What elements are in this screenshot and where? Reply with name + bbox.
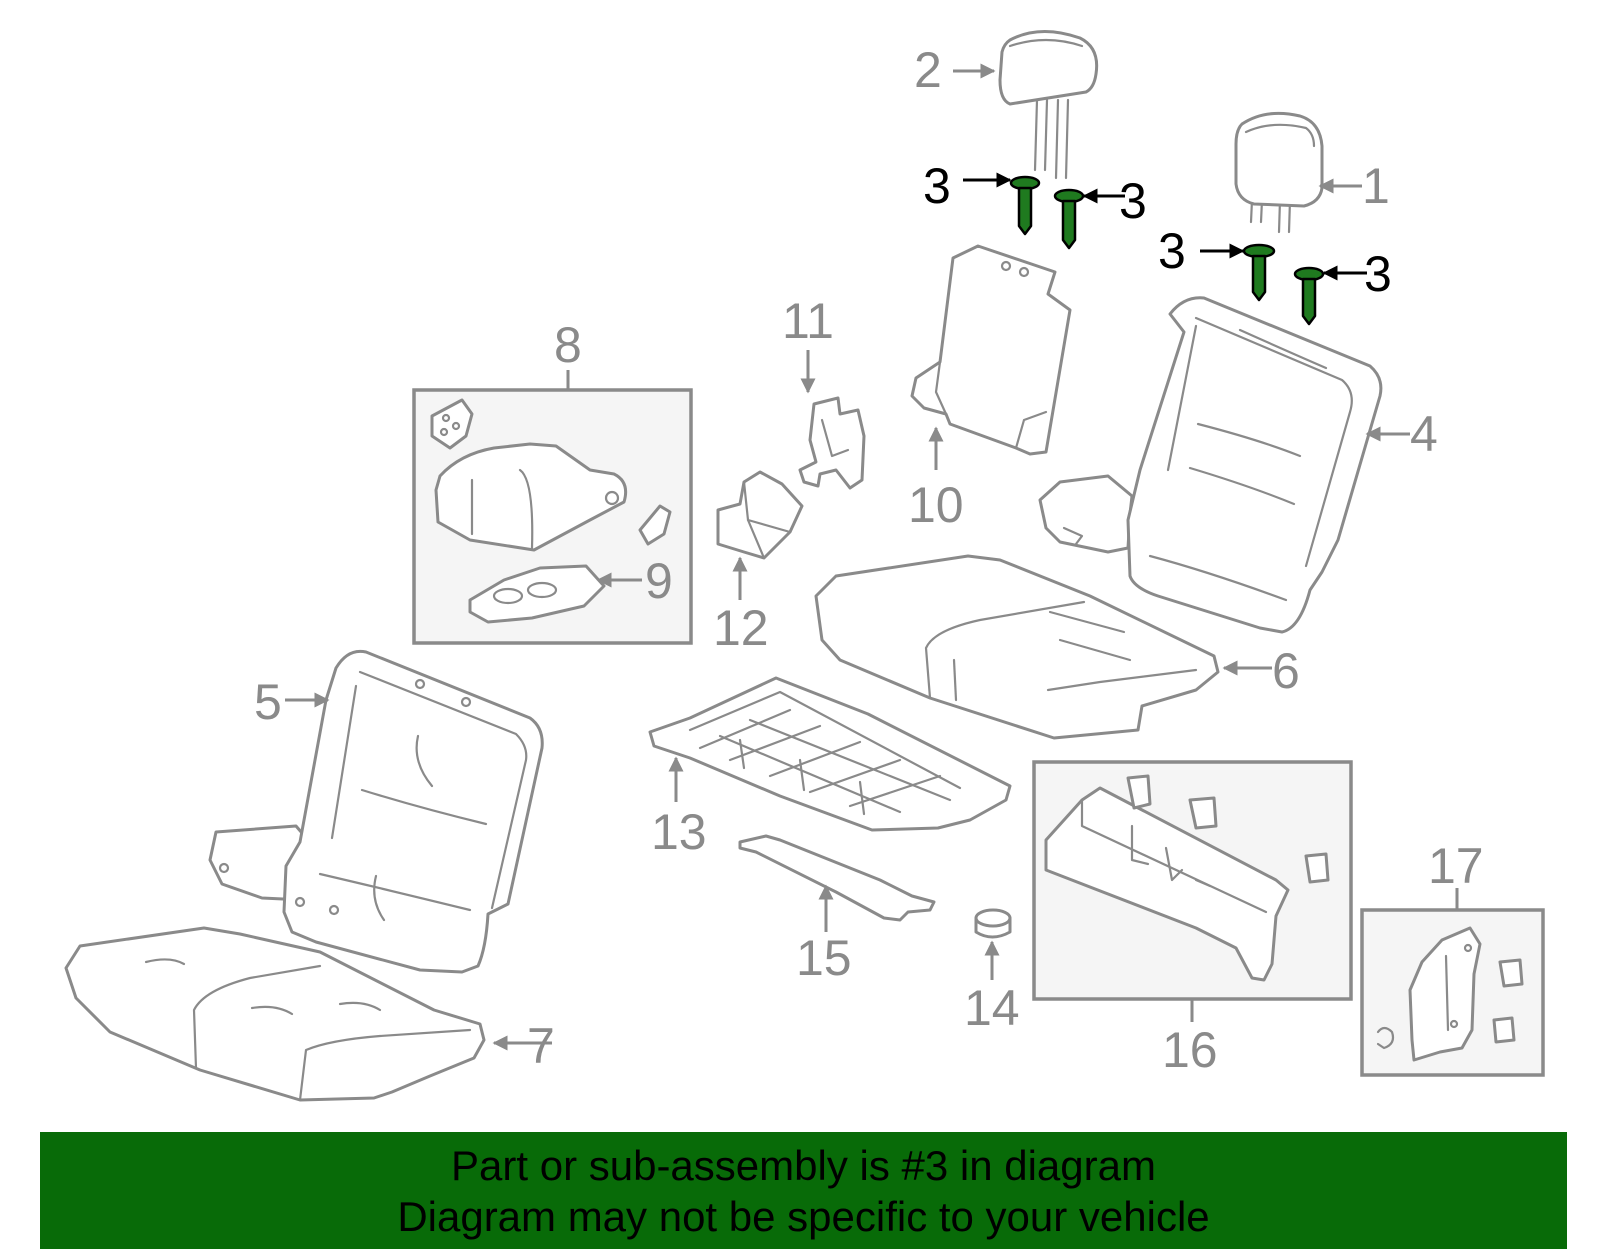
callout-3c: 3 bbox=[1158, 223, 1186, 279]
seatback-4 bbox=[1038, 296, 1383, 634]
callout-14: 14 bbox=[964, 980, 1020, 1036]
callout-5: 5 bbox=[254, 674, 282, 730]
callout-9: 9 bbox=[645, 553, 673, 609]
callout-6: 6 bbox=[1272, 643, 1300, 699]
callout-8: 8 bbox=[554, 317, 582, 373]
bracket-11 bbox=[798, 396, 866, 490]
callout-labels: 1 2 3 3 3 3 4 5 6 7 8 9 10 11 12 13 14 1… bbox=[254, 42, 1484, 1078]
callout-16: 16 bbox=[1162, 1022, 1218, 1078]
callout-3d: 3 bbox=[1364, 246, 1392, 302]
bracket-box-17 bbox=[1360, 908, 1545, 1077]
fastener-3c bbox=[1242, 243, 1276, 302]
headrest-1 bbox=[1234, 111, 1324, 234]
banner-line-2: Diagram may not be specific to your vehi… bbox=[397, 1192, 1210, 1240]
grommet-14 bbox=[974, 908, 1012, 939]
leader-lines bbox=[285, 63, 1459, 1051]
trim-box-16 bbox=[1032, 760, 1353, 1001]
seatback-panel-10 bbox=[910, 244, 1072, 456]
callout-3b: 3 bbox=[1119, 173, 1147, 229]
callout-17: 17 bbox=[1428, 838, 1484, 894]
callout-15: 15 bbox=[796, 930, 852, 986]
callout-7: 7 bbox=[527, 1018, 555, 1074]
callout-11: 11 bbox=[782, 293, 834, 349]
callout-12: 12 bbox=[713, 600, 769, 656]
callout-1: 1 bbox=[1362, 158, 1390, 214]
seat-cushion-7 bbox=[64, 926, 486, 1102]
cushion-frame-13 bbox=[648, 676, 1012, 832]
seatback-5 bbox=[208, 649, 544, 974]
info-banner: Part or sub-assembly is #3 in diagram Di… bbox=[40, 1132, 1567, 1249]
callout-10: 10 bbox=[908, 477, 964, 533]
callout-4: 4 bbox=[1410, 406, 1438, 462]
fastener-3b bbox=[1053, 188, 1085, 250]
headrest-2 bbox=[998, 29, 1099, 180]
fastener-3a bbox=[1009, 175, 1041, 236]
bar-15 bbox=[738, 834, 936, 922]
callout-13: 13 bbox=[651, 804, 707, 860]
seat-cushion-6 bbox=[814, 554, 1220, 740]
callout-3a: 3 bbox=[923, 158, 951, 214]
banner-line-1: Part or sub-assembly is #3 in diagram bbox=[451, 1141, 1156, 1189]
armrest-box-8 bbox=[412, 388, 693, 645]
callout-2: 2 bbox=[914, 42, 942, 98]
fastener-3d bbox=[1293, 266, 1325, 326]
bracket-12 bbox=[716, 470, 804, 560]
